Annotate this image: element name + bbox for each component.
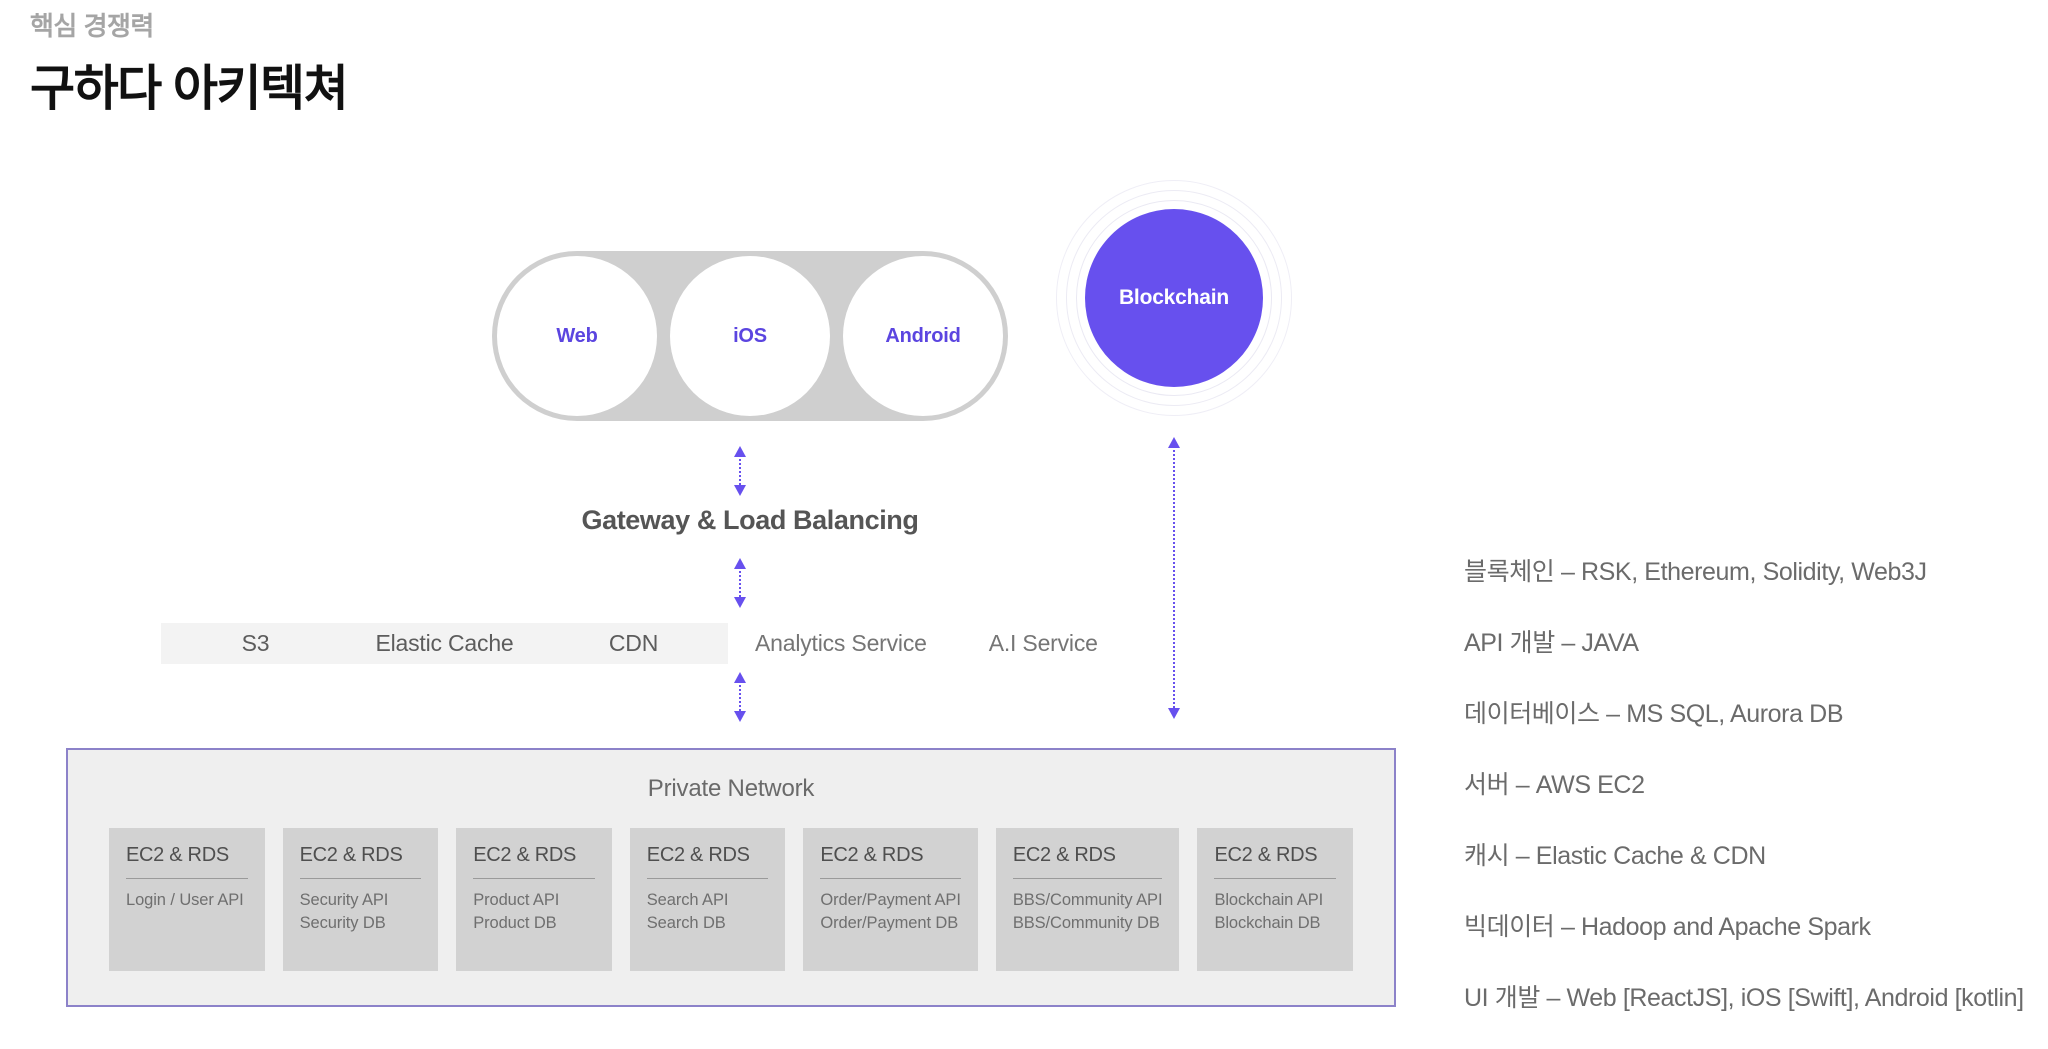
ec2-card-line: Product DB: [473, 913, 557, 932]
ec2-card-lines: Order/Payment API Order/Payment DB: [820, 889, 961, 935]
ec2-card-line: Search API: [646, 891, 729, 909]
service-elastic-cache[interactable]: Elastic Cache: [375, 630, 514, 656]
ec2-card-search[interactable]: EC2 & RDS Search API Search DB: [629, 828, 786, 971]
blockchain-ring-middle: [1066, 190, 1282, 406]
ec2-card-divider: [646, 878, 769, 879]
eyebrow-text: 핵심 경쟁력: [30, 11, 154, 41]
ec2-card-title: EC2 & RDS: [1012, 844, 1116, 866]
client-node-android[interactable]: Android: [843, 256, 1003, 416]
ec2-card-divider: [820, 878, 961, 879]
tech-stack-item-database: 데이터베이스 – MS SQL, Aurora DB: [1464, 700, 1844, 728]
client-node-ios[interactable]: iOS: [670, 256, 830, 416]
blockchain-ring-outer: [1056, 180, 1292, 416]
service-cdn[interactable]: CDN: [608, 630, 659, 656]
ec2-card-lines: Login / User API: [126, 889, 248, 912]
tech-stack-item-ui: UI 개발 – Web [ReactJS], iOS [Swift], Andr…: [1464, 984, 2024, 1012]
tech-stack-item-server: 서버 – AWS EC2: [1464, 771, 1645, 799]
ec2-card-lines: BBS/Community API BBS/Community DB: [1013, 889, 1163, 935]
tech-stack-list: 블록체인 – RSK, Ethereum, Solidity, Web3J AP…: [1464, 552, 2024, 1049]
ec2-card-lines: Search API Search DB: [647, 889, 769, 935]
ec2-card-line: Blockchain DB: [1214, 913, 1321, 932]
ec2-card-line: Order/Payment API: [820, 891, 961, 909]
ec2-card-divider: [299, 878, 422, 879]
ec2-card-lines: Product API Product DB: [473, 889, 595, 935]
ec2-card-blockchain[interactable]: EC2 & RDS Blockchain API Blockchain DB: [1197, 828, 1354, 971]
ec2-card-lines: Security API Security DB: [300, 889, 422, 935]
ec2-card-product[interactable]: EC2 & RDS Product API Product DB: [456, 828, 612, 971]
page-title: 구하다 아키텍쳐: [30, 61, 349, 116]
tech-stack-item-bigdata: 빅데이터 – Hadoop and Apache Spark: [1464, 913, 1871, 941]
ec2-card-line: BBS/Community DB: [1012, 913, 1160, 932]
arrow-clients-to-gateway: [734, 446, 746, 496]
tech-stack-item-api: API 개발 – JAVA: [1464, 629, 1639, 657]
ec2-card-line: Login / User API: [126, 891, 244, 909]
ec2-card-title: EC2 & RDS: [126, 844, 229, 866]
ec2-card-line: Security API: [299, 891, 389, 909]
ec2-card-line: Product API: [473, 891, 560, 909]
tech-stack-item-blockchain: 블록체인 – RSK, Ethereum, Solidity, Web3J: [1464, 558, 1927, 586]
arrow-gateway-to-services: [734, 558, 746, 608]
service-band: S3 Elastic Cache CDN: [161, 623, 728, 664]
ec2-card-lines: Blockchain API Blockchain DB: [1214, 889, 1336, 935]
ec2-card-bbs-community[interactable]: EC2 & RDS BBS/Community API BBS/Communit…: [995, 828, 1180, 971]
ec2-card-login-user[interactable]: EC2 & RDS Login / User API: [109, 828, 265, 971]
page-header: 핵심 경쟁력 구하다 아키텍쳐: [30, 11, 349, 117]
ec2-card-title: EC2 & RDS: [299, 844, 403, 866]
ec2-card-divider: [473, 878, 595, 879]
ec2-card-title: EC2 & RDS: [820, 844, 924, 866]
ec2-card-row: EC2 & RDS Login / User API EC2 & RDS Sec…: [109, 828, 1354, 971]
client-capsule: Web iOS Android: [492, 251, 1008, 421]
client-node-web[interactable]: Web: [497, 256, 657, 416]
service-ai[interactable]: A.I Service: [988, 630, 1098, 656]
ec2-card-divider: [1214, 878, 1337, 879]
ec2-card-divider: [1012, 878, 1163, 879]
ec2-card-divider: [126, 878, 248, 879]
arrow-blockchain-to-private-network: [1168, 437, 1180, 719]
ec2-card-line: Security DB: [299, 913, 386, 932]
blockchain-node[interactable]: Blockchain: [1085, 209, 1263, 387]
ec2-card-order-payment[interactable]: EC2 & RDS Order/Payment API Order/Paymen…: [803, 828, 978, 971]
service-analytics[interactable]: Analytics Service: [755, 630, 927, 656]
ec2-card-line: Order/Payment DB: [820, 913, 959, 932]
private-network-title: Private Network: [647, 775, 815, 802]
ec2-card-line: BBS/Community API: [1012, 891, 1163, 909]
blockchain-ring-inner: [1076, 200, 1272, 396]
ec2-card-title: EC2 & RDS: [473, 844, 577, 866]
ec2-card-security[interactable]: EC2 & RDS Security API Security DB: [282, 828, 439, 971]
extra-services-group: Analytics Service A.I Service: [755, 623, 1098, 664]
blockchain-node-group: Blockchain: [1056, 180, 1292, 416]
service-s3[interactable]: S3: [241, 630, 270, 656]
arrow-services-to-private-network: [734, 672, 746, 722]
gateway-label: Gateway & Load Balancing: [581, 505, 919, 535]
ec2-card-line: Search DB: [646, 913, 726, 932]
ec2-card-title: EC2 & RDS: [646, 844, 750, 866]
ec2-card-line: Blockchain API: [1214, 891, 1324, 909]
tech-stack-item-cache: 캐시 – Elastic Cache & CDN: [1464, 842, 1766, 870]
private-network-box: Private Network EC2 & RDS Login / User A…: [66, 748, 1396, 1007]
ec2-card-title: EC2 & RDS: [1214, 844, 1318, 866]
